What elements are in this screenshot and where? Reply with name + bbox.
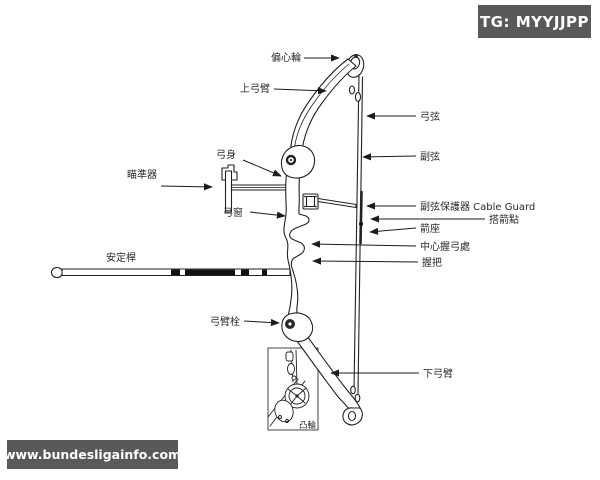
label-arrow-rest: 箭座 [420, 222, 440, 235]
pointer-center-grip [311, 240, 417, 248]
label-bowstring: 弓弦 [420, 110, 440, 123]
label-cam: 凸輪 [299, 420, 317, 431]
pointer-sight-window [249, 211, 286, 219]
label-stabilizer: 安定桿 [106, 251, 136, 264]
pointer-riser [242, 159, 282, 177]
label-sight: 瞄準器 [127, 168, 157, 181]
pointer-upper-limb [273, 87, 327, 95]
sight-drawing [221, 164, 293, 213]
callout-labels: 偏心輪 上弓臂 弓弦 副弦 弓身 瞄準器 弓窗 副弦保護器 Cable Guar… [106, 51, 535, 431]
label-limb-bolt: 弓臂栓 [210, 315, 240, 328]
website-watermark-text: www.bundesligainfo.com [3, 447, 182, 462]
telegram-tag-text: TG: MYYJJPP [479, 12, 590, 31]
label-nocking-point: 搭箭點 [489, 213, 519, 226]
label-center-grip: 中心握弓處 [420, 240, 470, 253]
riser-drawing [280, 144, 316, 343]
label-sight-window: 弓窗 [223, 206, 243, 219]
label-cable: 副弦 [420, 150, 440, 163]
pointer-arrow-rest [369, 227, 417, 235]
website-watermark: www.bundesligainfo.com [3, 440, 182, 469]
bow-drawing [50, 54, 365, 431]
telegram-tag-badge: TG: MYYJJPP [478, 5, 591, 38]
label-lower-limb: 下弓臂 [423, 367, 453, 380]
pointer-cable [362, 153, 417, 161]
label-eccentric-wheel: 偏心輪 [271, 51, 301, 64]
pointer-limb-bolt [243, 318, 280, 327]
callout-lines [160, 54, 485, 377]
nocking-point-drawing [359, 190, 363, 245]
label-upper-limb: 上弓臂 [240, 82, 270, 95]
label-cable-guard: 副弦保護器 Cable Guard [420, 200, 535, 213]
cam-inset-box [267, 347, 319, 431]
label-grip: 握把 [422, 256, 442, 269]
pointer-sight [160, 183, 213, 191]
pointer-grip [312, 257, 419, 265]
cable-guard-drawing [302, 193, 357, 210]
stabilizer-drawing [50, 266, 291, 279]
label-riser: 弓身 [216, 148, 236, 161]
